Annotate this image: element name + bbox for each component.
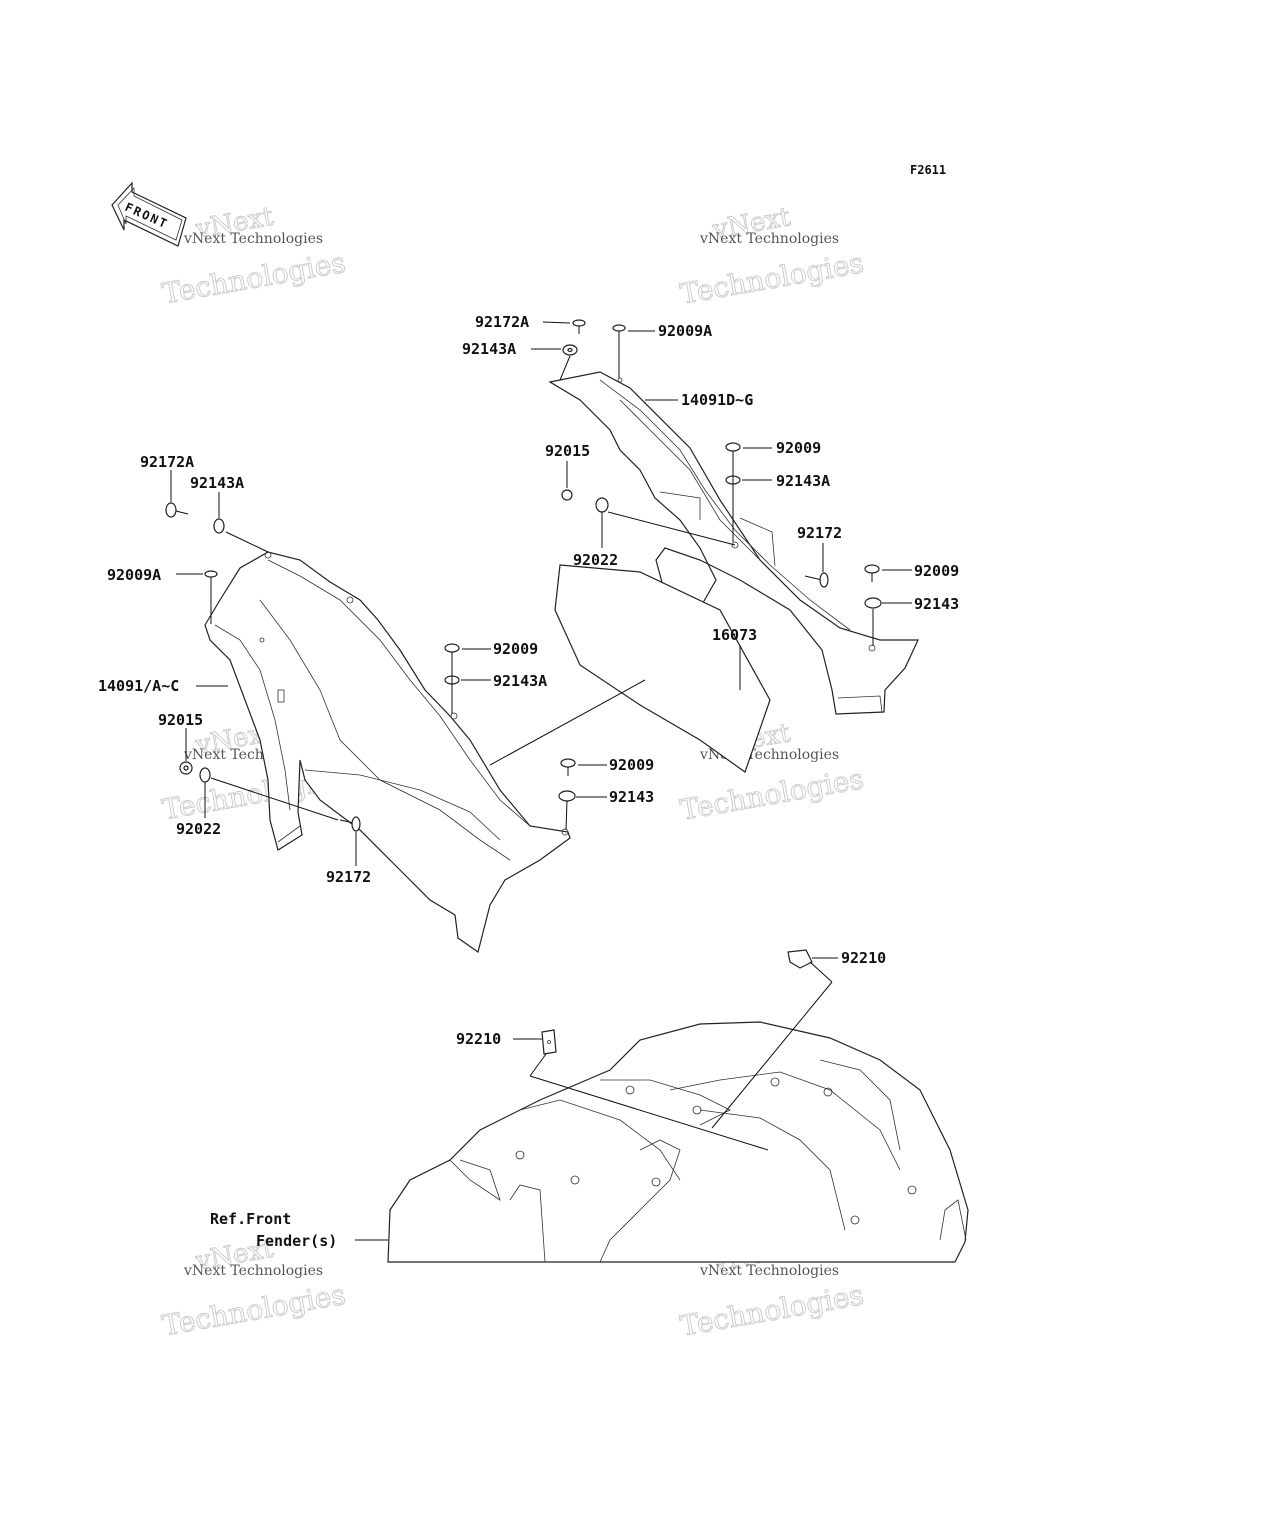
bolt-92009-center-b-icon (560, 758, 576, 776)
label-92172-upper: 92172 (797, 524, 842, 542)
screw-92172A-left-icon (165, 502, 189, 518)
label-14091D-G: 14091D~G (681, 391, 753, 409)
label-16073: 16073 (712, 626, 757, 644)
right-side-cover (548, 371, 919, 715)
label-92143A-upper-b: 92143A (776, 472, 830, 490)
label-92172-left: 92172 (326, 868, 371, 886)
label-92143A-center: 92143A (493, 672, 547, 690)
label-92022-left: 92022 (176, 820, 221, 838)
bolt-92009-upper-a-icon (725, 442, 741, 460)
label-92210-right: 92210 (841, 949, 886, 967)
label-92009-upper-a: 92009 (776, 439, 821, 457)
bolt-92009-center-a-icon (444, 643, 460, 661)
clip-92210-left-icon (541, 1029, 557, 1055)
nut-92015-left-icon (179, 761, 193, 775)
label-92015-left: 92015 (158, 711, 203, 729)
svg-text:Technologies: Technologies (678, 762, 866, 827)
svg-text:vNext Technologies: vNext Technologies (183, 231, 323, 247)
nut-92015-upper-icon (561, 489, 573, 501)
label-92143A-left: 92143A (190, 474, 244, 492)
grommet-92143-upper-icon (864, 597, 882, 609)
label-92009-center-b: 92009 (609, 756, 654, 774)
watermark-top-left: vNext vNext Technologies Technologies (159, 201, 348, 311)
leader-lines (170, 321, 912, 1241)
pad-16073 (554, 564, 771, 773)
washer-92143A-left-icon (213, 518, 225, 534)
screw-92172-left-icon (339, 816, 361, 832)
label-92172A-upper: 92172A (475, 313, 529, 331)
label-92210-left: 92210 (456, 1030, 501, 1048)
svg-text:vNext Technologies: vNext Technologies (699, 1263, 839, 1279)
label-92022-upper: 92022 (573, 551, 618, 569)
svg-text:Technologies: Technologies (678, 246, 866, 311)
label-92143-center: 92143 (609, 788, 654, 806)
svg-text:vNext Technologies: vNext Technologies (183, 1263, 323, 1279)
label-92015-upper: 92015 (545, 442, 590, 460)
label-92009A-left: 92009A (107, 566, 161, 584)
front-arrow-icon: FRONT (111, 181, 187, 247)
svg-text:Technologies: Technologies (160, 246, 348, 311)
svg-text:Technologies: Technologies (160, 1278, 348, 1343)
washer-92022-upper-icon (595, 497, 609, 513)
diagram-code: F2611 (910, 163, 946, 177)
front-fender (387, 1021, 969, 1263)
washer-92143A-upper-icon (562, 344, 578, 356)
label-92009-center-a: 92009 (493, 640, 538, 658)
screw-92172A-upper-icon (572, 319, 586, 334)
svg-text:vNext Technologies: vNext Technologies (699, 231, 839, 247)
svg-text:Technologies: Technologies (678, 1278, 866, 1343)
label-92143A-upper: 92143A (462, 340, 516, 358)
label-fenders: Fender(s) (256, 1232, 337, 1250)
grommet-92143-center-icon (558, 790, 576, 802)
bolt-92009A-left-icon (204, 570, 218, 586)
label-92009A-upper: 92009A (658, 322, 712, 340)
label-14091-A-C: 14091/A~C (98, 677, 179, 695)
label-92172A-left: 92172A (140, 453, 194, 471)
label-92143-upper: 92143 (914, 595, 959, 613)
screw-92172-upper-icon (804, 572, 829, 588)
clip-92210-right-icon (787, 949, 813, 969)
label-ref-front: Ref.Front (210, 1210, 291, 1228)
bolt-92009A-upper-icon (612, 324, 626, 344)
left-side-cover (204, 551, 571, 953)
washer-92022-left-icon (199, 767, 211, 783)
watermark-top-right: vNext vNext Technologies Technologies (677, 202, 866, 312)
label-92009-upper-b: 92009 (914, 562, 959, 580)
bolt-92009-upper-b-icon (864, 564, 880, 582)
part-labels: 92172A 92009A 92143A 14091D~G 92015 9200… (98, 313, 959, 1250)
